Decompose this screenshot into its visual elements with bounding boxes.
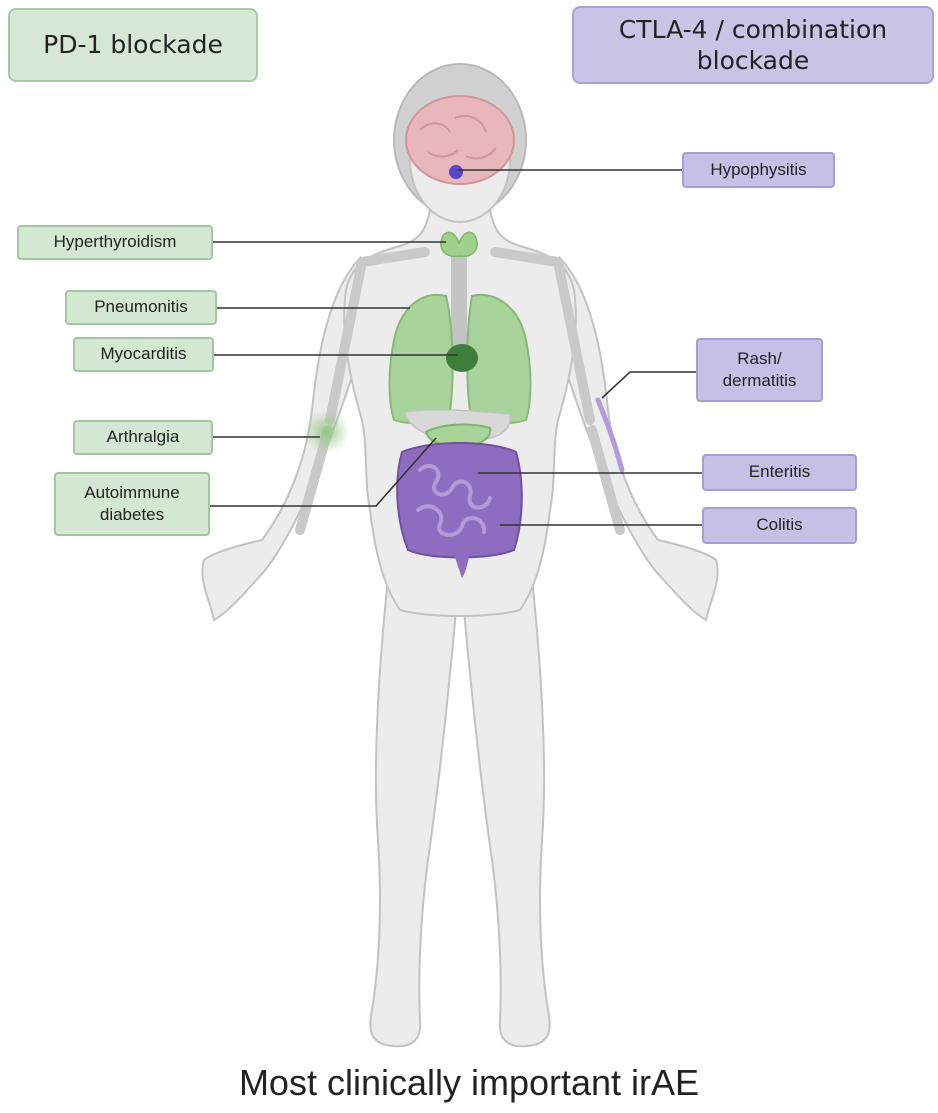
label-arthralgia: Arthralgia: [73, 420, 213, 455]
label-enteritis: Enteritis: [702, 454, 857, 491]
pituitary-marker: [449, 165, 463, 179]
elbow-joint-glow: [302, 410, 350, 454]
legend-ctla4-combination-blockade: CTLA-4 / combination blockade: [572, 6, 934, 84]
label-myocarditis: Myocarditis: [73, 337, 214, 372]
figure-caption: Most clinically important irAE: [0, 1062, 938, 1104]
label-rash-dermatitis: Rash/ dermatitis: [696, 338, 823, 402]
label-autoimmune-diabetes: Autoimmune diabetes: [54, 472, 210, 536]
label-hyperthyroidism: Hyperthyroidism: [17, 225, 213, 260]
legend-pd1-blockade: PD-1 blockade: [8, 8, 258, 82]
label-pneumonitis: Pneumonitis: [65, 290, 217, 325]
heart: [446, 344, 478, 372]
label-colitis: Colitis: [702, 507, 857, 544]
label-hypophysitis: Hypophysitis: [682, 152, 835, 188]
